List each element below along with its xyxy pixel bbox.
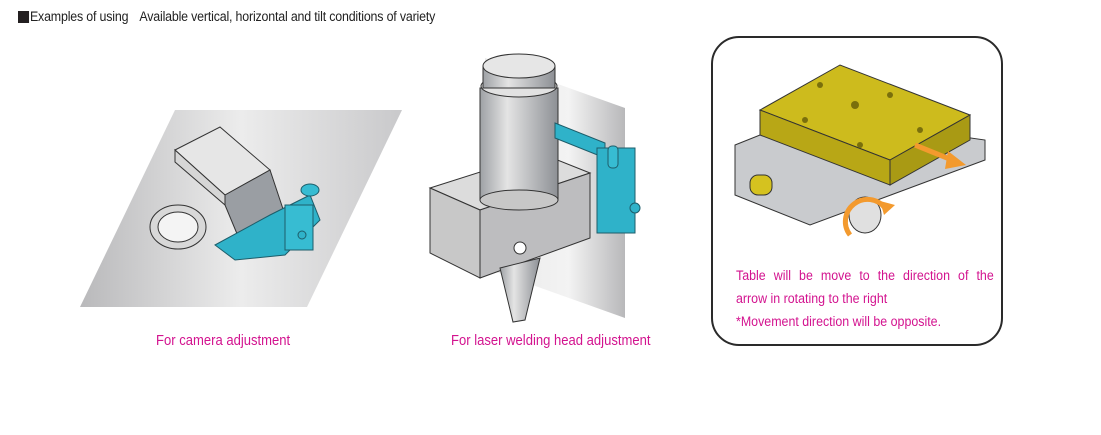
laser-cylinder	[479, 87, 559, 201]
xy-stage-illustration	[734, 64, 986, 237]
note-line: Table will be move to the direction of t…	[736, 268, 994, 283]
square-bullet-icon	[18, 10, 30, 23]
section-heading: Examples of using Available vertical, ho…	[18, 9, 435, 24]
info-note: Table will be move to the direction of t…	[736, 264, 994, 333]
camera-adjustment-illustration	[80, 110, 402, 307]
camera-caption: For camera adjustment	[156, 333, 291, 349]
note-line: *Movement direction will be opposite.	[736, 314, 942, 329]
heading-description: Available vertical, horizontal and tilt …	[139, 9, 436, 24]
laser-head-illustration	[428, 53, 641, 323]
direction-arrow-icon	[945, 151, 966, 169]
nozzle	[499, 257, 541, 323]
note-line: arrow in rotating to the right	[736, 291, 888, 306]
heading-label: Examples of using	[29, 9, 129, 24]
info-box	[711, 36, 1003, 346]
rotation-arrow-icon	[842, 196, 887, 237]
laser-caption: For laser welding head adjustment	[451, 333, 651, 349]
